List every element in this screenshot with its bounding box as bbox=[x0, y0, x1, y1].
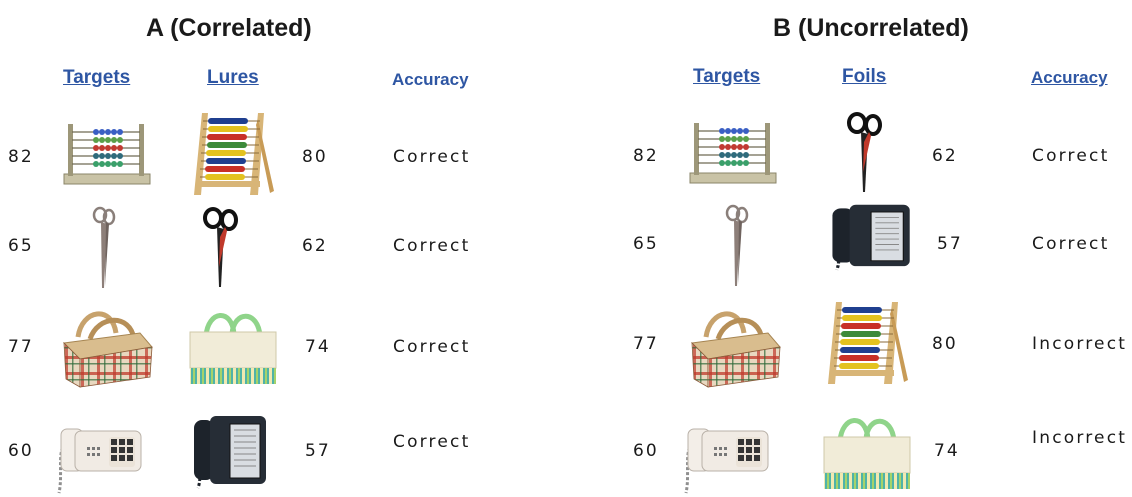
white-telephone-icon bbox=[57, 428, 142, 494]
striped-basket-icon bbox=[189, 313, 277, 384]
panel-a-lure-score: 57 bbox=[305, 441, 331, 461]
abacus-icon bbox=[63, 124, 151, 185]
panel-b-foil-score: 57 bbox=[937, 234, 963, 254]
panel-a-accuracy-heading: Accuracy bbox=[392, 70, 469, 89]
plaid-basket-icon bbox=[690, 311, 781, 388]
panel-a-target-score: 60 bbox=[8, 441, 34, 461]
panel-b-target-score: 60 bbox=[633, 441, 659, 461]
white-telephone-icon bbox=[684, 428, 769, 494]
abacus-frame-icon bbox=[194, 113, 274, 195]
panel-b-accuracy-value: Incorrect bbox=[1032, 428, 1128, 448]
panel-a-targets-heading: Targets bbox=[63, 67, 131, 88]
panel-a-accuracy-value: Correct bbox=[393, 432, 471, 452]
panel-b-target-score: 77 bbox=[633, 334, 659, 354]
scissors-icon bbox=[203, 207, 238, 287]
panel-a-title: A (Correlated) bbox=[146, 14, 312, 42]
abacus-frame-icon bbox=[828, 302, 908, 384]
panel-b-accuracy-value: Correct bbox=[1032, 146, 1110, 166]
panel-a-lure-score: 62 bbox=[302, 236, 328, 256]
panel-b-foils-heading: Foils bbox=[842, 66, 887, 87]
panel-b-targets-heading: Targets bbox=[693, 66, 761, 87]
panel-a-accuracy-value: Correct bbox=[393, 147, 471, 167]
panel-a-lure-score: 74 bbox=[305, 337, 331, 357]
panel-b-target-score: 65 bbox=[633, 234, 659, 254]
plaid-basket-icon bbox=[62, 311, 153, 388]
panel-a-lures-heading: Lures bbox=[207, 67, 259, 88]
panel-b-accuracy-value: Incorrect bbox=[1032, 334, 1128, 354]
panel-a-lure-score: 80 bbox=[302, 147, 328, 167]
shears-icon bbox=[725, 204, 749, 286]
panel-b-title: B (Uncorrelated) bbox=[773, 14, 969, 42]
panel-b-target-score: 82 bbox=[633, 146, 659, 166]
panel-a-accuracy-value: Correct bbox=[393, 337, 471, 357]
panel-a-accuracy-value: Correct bbox=[393, 236, 471, 256]
panel-b-foil-score: 62 bbox=[932, 146, 958, 166]
black-telephone-icon bbox=[194, 416, 266, 489]
scissors-icon bbox=[847, 112, 882, 192]
panel-b-accuracy-value: Correct bbox=[1032, 234, 1110, 254]
abacus-icon bbox=[689, 123, 777, 184]
striped-basket-icon bbox=[823, 418, 911, 489]
shears-icon bbox=[92, 206, 116, 288]
black-telephone-icon bbox=[832, 204, 910, 271]
panel-b-foil-score: 74 bbox=[934, 441, 960, 461]
panel-a-target-score: 77 bbox=[8, 337, 34, 357]
panel-b-accuracy-heading: Accuracy bbox=[1031, 68, 1108, 87]
panel-a-target-score: 65 bbox=[8, 236, 34, 256]
panel-a-target-score: 82 bbox=[8, 147, 34, 167]
panel-b-foil-score: 80 bbox=[932, 334, 958, 354]
